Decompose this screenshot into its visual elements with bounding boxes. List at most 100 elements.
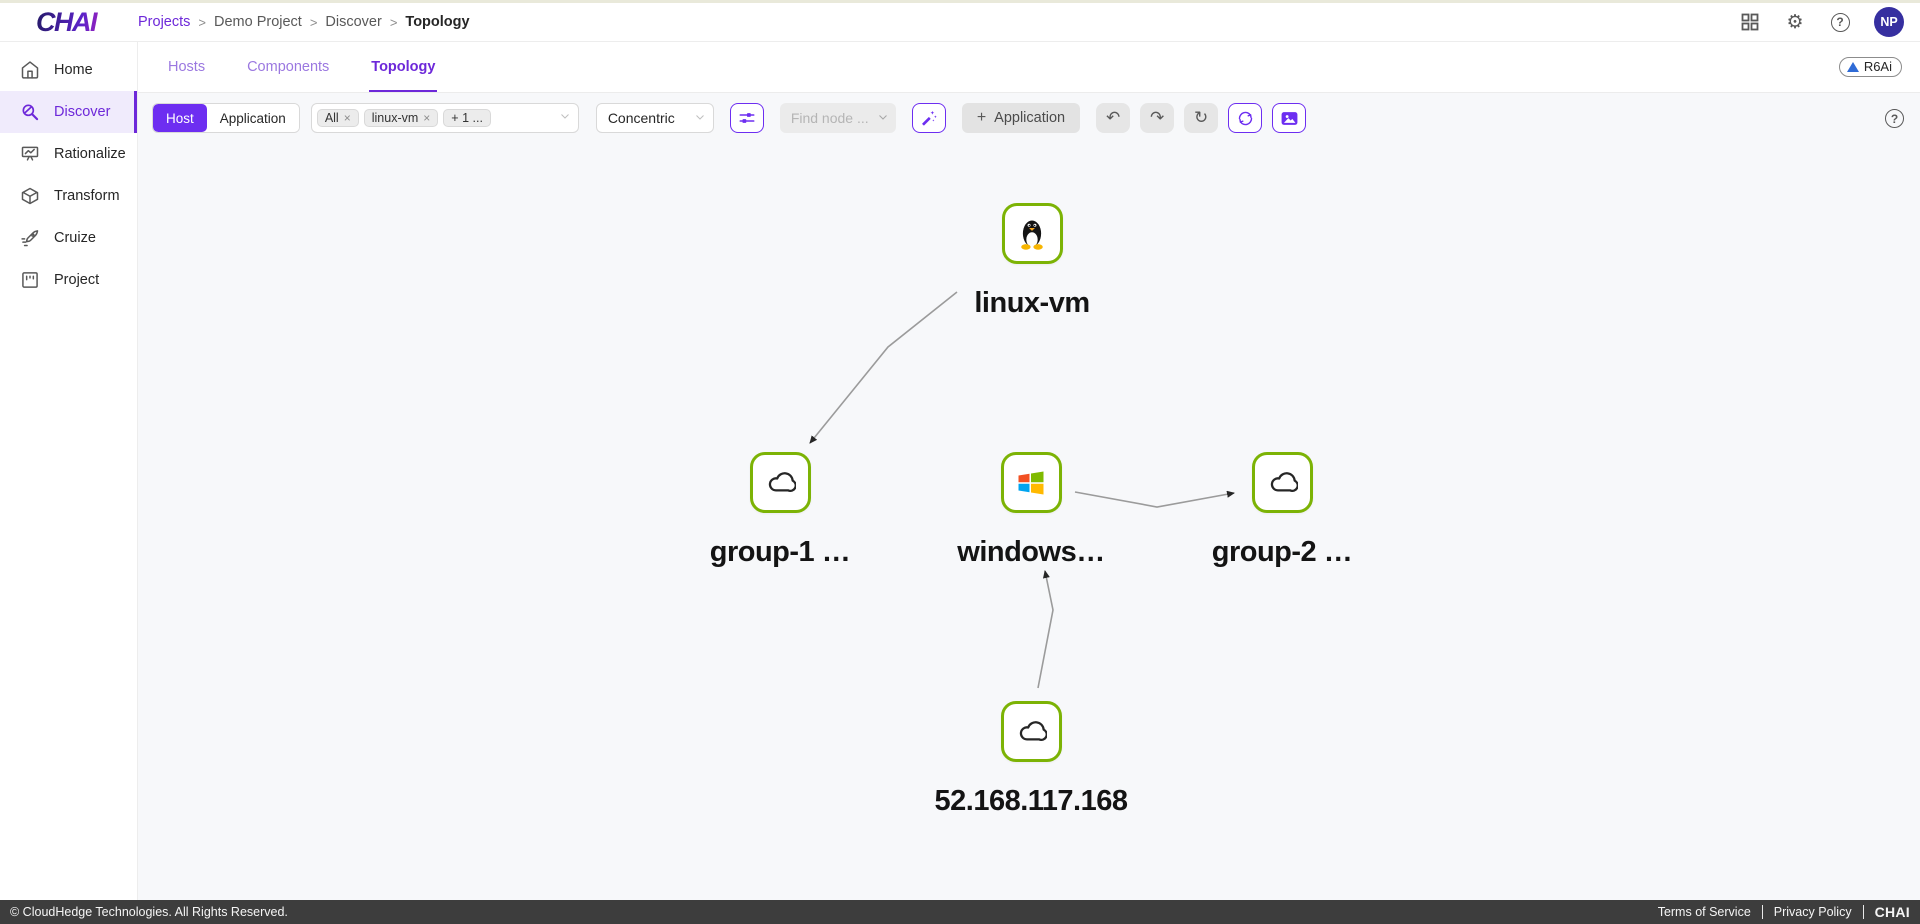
help-icon[interactable]: ? (1829, 11, 1851, 33)
plus-icon: + (976, 109, 987, 126)
topology-node-windows[interactable]: windows… (901, 452, 1161, 569)
settings-gear-icon[interactable]: ⚙ (1786, 10, 1804, 33)
breadcrumb-separator: > (389, 14, 398, 30)
application-segment-button[interactable]: Application (206, 104, 299, 132)
footer-privacy-link[interactable]: Privacy Policy (1773, 905, 1852, 919)
redo-icon: ↷ (1149, 107, 1165, 128)
sidebar-item-label: Discover (54, 104, 111, 120)
middle-row: Home Discover Rationalize Transform (0, 42, 1920, 900)
cloud-icon (1270, 471, 1298, 492)
home-icon (21, 61, 39, 79)
tab-bar: Hosts Components Topology R6Ai (138, 42, 1920, 93)
magic-wand-icon (921, 110, 937, 126)
export-image-button[interactable] (1272, 103, 1307, 133)
sidebar-item-label: Transform (54, 188, 120, 204)
edge-linuxvm-group1 (809, 291, 958, 444)
chevron-down-icon (694, 110, 706, 126)
windows-icon (1018, 471, 1044, 494)
topology-node-group-1[interactable]: group-1 … (650, 452, 910, 569)
sync-icon (1238, 111, 1252, 125)
sidebar-item-project[interactable]: Project (0, 259, 137, 301)
sliders-icon (739, 113, 755, 123)
topology-edges (809, 291, 1235, 689)
triangle-icon (1846, 61, 1859, 72)
sidebar-item-rationalize[interactable]: Rationalize (0, 133, 137, 175)
rationalize-icon (21, 146, 39, 161)
topology-toolbar: Host Application All × linux-vm × (152, 103, 1307, 133)
sidebar-item-cruize[interactable]: Cruize (0, 217, 137, 259)
topology-node-group-2[interactable]: group-2 … (1152, 452, 1412, 569)
sidebar-item-label: Rationalize (54, 146, 126, 162)
node-label: group-2 … (1211, 536, 1353, 568)
sidebar-item-label: Cruize (54, 230, 96, 246)
chip-close-icon[interactable]: × (423, 111, 431, 125)
node-filter-multiselect[interactable]: All × linux-vm × + 1 ... (310, 103, 579, 133)
chip-close-icon[interactable]: × (343, 111, 351, 125)
image-icon (1281, 111, 1298, 125)
footer-terms-link[interactable]: Terms of Service (1657, 905, 1751, 919)
filter-chip-overflow[interactable]: + 1 ... (443, 109, 491, 127)
edge-ip-windows (1037, 570, 1054, 689)
view-mode-segmented: Host Application (152, 103, 300, 133)
cloud-icon (768, 471, 796, 492)
chevron-down-icon (877, 110, 889, 126)
canvas-help-icon[interactable]: ? (1885, 109, 1904, 128)
tab-topology[interactable]: Topology (369, 42, 438, 92)
apps-grid-icon[interactable] (1739, 11, 1761, 33)
breadcrumb-separator: > (309, 14, 318, 30)
r6ai-badge-label: R6Ai (1863, 59, 1892, 74)
undo-icon: ↶ (1105, 107, 1121, 128)
layout-settings-button[interactable] (729, 103, 764, 133)
find-node-select[interactable]: Find node ... (779, 103, 896, 133)
chevron-down-icon (559, 109, 571, 127)
node-label: group-1 … (709, 536, 851, 568)
r6ai-badge[interactable]: R6Ai (1838, 57, 1902, 77)
breadcrumb-separator: > (198, 14, 206, 30)
filter-chip-all[interactable]: All × (316, 109, 359, 127)
user-avatar[interactable]: NP (1874, 7, 1904, 37)
discover-icon (22, 104, 39, 121)
edge-windows-group2 (1074, 490, 1235, 508)
footer-brand: CHAI (1874, 904, 1910, 920)
breadcrumb-projects[interactable]: Projects (138, 14, 191, 30)
footer-separator (1761, 905, 1763, 919)
breadcrumb-discover[interactable]: Discover (325, 14, 382, 30)
cloud-icon (1019, 720, 1047, 741)
cruize-icon (21, 230, 39, 247)
main-panel: Hosts Components Topology R6Ai Host Appl… (138, 42, 1920, 900)
transform-icon (21, 187, 39, 205)
filter-chip-linux-vm[interactable]: linux-vm × (363, 109, 439, 127)
linux-tux-icon (1021, 220, 1043, 250)
redo-button[interactable]: ↷ (1140, 103, 1175, 133)
tab-components[interactable]: Components (247, 59, 330, 75)
topology-node-linux-vm[interactable]: linux-vm (902, 203, 1162, 320)
footer-copyright: © CloudHedge Technologies. All Rights Re… (10, 905, 288, 919)
undo-button[interactable]: ↶ (1096, 103, 1131, 133)
topology-canvas[interactable]: Host Application All × linux-vm × (138, 93, 1920, 900)
add-application-button[interactable]: + Application (961, 103, 1081, 133)
auto-group-button[interactable] (911, 103, 946, 133)
sidebar: Home Discover Rationalize Transform (0, 42, 138, 900)
sidebar-item-transform[interactable]: Transform (0, 175, 137, 217)
refresh-button[interactable]: ↻ (1184, 103, 1219, 133)
top-header: CHAI Projects > Demo Project > Discover … (0, 0, 1920, 42)
layout-select[interactable]: Concentric (595, 103, 714, 133)
sync-layout-button[interactable] (1228, 103, 1263, 133)
refresh-icon: ↻ (1193, 107, 1209, 128)
footer: © CloudHedge Technologies. All Rights Re… (0, 900, 1920, 924)
footer-separator (1862, 905, 1864, 919)
topology-node-ip[interactable]: 52.168.117.168 (901, 701, 1161, 818)
tab-hosts[interactable]: Hosts (168, 59, 206, 75)
breadcrumb: Projects > Demo Project > Discover > Top… (138, 14, 470, 30)
sidebar-item-home[interactable]: Home (0, 49, 137, 91)
sidebar-item-label: Project (54, 272, 100, 288)
project-icon (22, 272, 38, 288)
breadcrumb-topology: Topology (405, 14, 470, 30)
host-segment-button[interactable]: Host (153, 104, 207, 132)
node-label: linux-vm (974, 287, 1090, 319)
node-label: 52.168.117.168 (934, 785, 1128, 817)
sidebar-item-discover[interactable]: Discover (0, 91, 137, 133)
breadcrumb-demo-project[interactable]: Demo Project (213, 14, 302, 30)
node-label: windows… (957, 536, 1105, 568)
